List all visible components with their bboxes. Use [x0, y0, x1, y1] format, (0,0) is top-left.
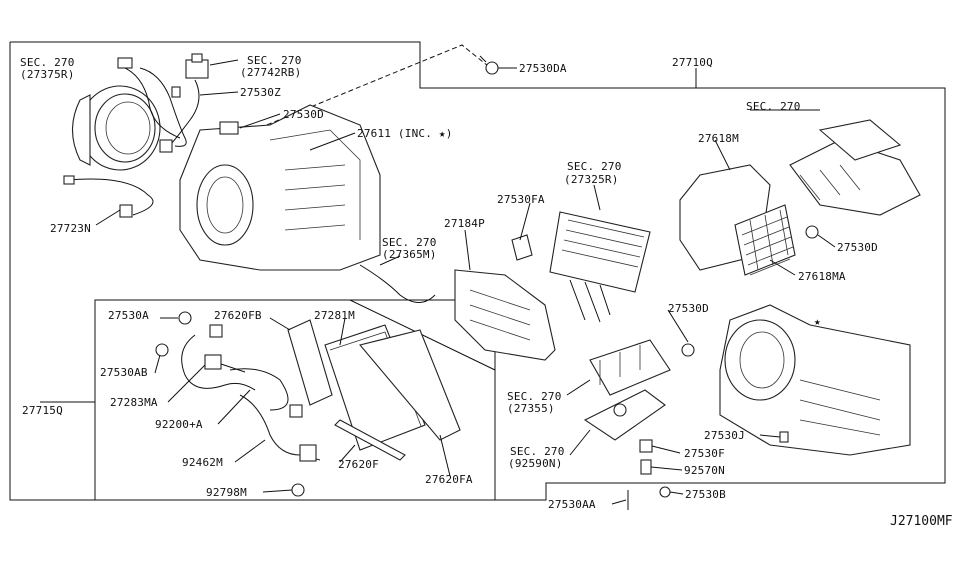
label-sec270-right: SEC. 270 — [746, 100, 801, 113]
sensor-27723n — [63, 175, 154, 218]
cable-27365m — [359, 264, 436, 303]
bracket-27355 — [589, 339, 671, 396]
label-27530b: 27530B — [685, 488, 726, 501]
label-27530d-right: 27530D — [837, 241, 878, 254]
label-27530j: 27530J — [704, 429, 745, 442]
label-92798m: 92798M — [206, 486, 247, 499]
label-27530f: 27530F — [684, 447, 725, 460]
plate-92590n — [583, 389, 666, 441]
filters — [287, 319, 461, 461]
label-27723n: 27723N — [50, 222, 91, 235]
label-sec270-92590n-b: (92590N) — [508, 457, 563, 470]
label-27184p: 27184P — [444, 217, 485, 230]
grille-27618ma — [734, 204, 796, 276]
label-27530aa: 27530AA — [548, 498, 596, 511]
label-27283ma: 27283MA — [110, 396, 158, 409]
label-27620fa: 27620FA — [425, 473, 473, 486]
label-27618m: 27618M — [698, 132, 739, 145]
label-sec270-27355-a: SEC. 270 — [507, 390, 562, 403]
label-92200a: 92200+A — [155, 418, 203, 431]
screw-27530d-mid — [681, 343, 695, 357]
screw-27530da — [479, 55, 499, 75]
label-27530fa: 27530FA — [497, 193, 545, 206]
label-sec270-27375r-a: SEC. 270 — [20, 56, 75, 69]
sub-harness — [155, 311, 321, 497]
callout-labels: SEC. 270 (27375R) SEC. 270 (27742RB) 275… — [20, 54, 953, 529]
label-sec270-27355-b: (27355) — [507, 402, 555, 415]
label-92570n: 92570N — [684, 464, 725, 477]
label-27281m: 27281M — [314, 309, 355, 322]
blower-motor — [72, 57, 181, 171]
label-27611: 27611 (INC. ★) — [357, 127, 453, 140]
label-sec270-27325r-b: (27325R) — [564, 173, 619, 186]
label-27710q: 27710Q — [672, 56, 713, 69]
label-sec270-27325r-a: SEC. 270 — [567, 160, 622, 173]
upper-right-duct — [789, 119, 921, 216]
label-27530a: 27530A — [108, 309, 149, 322]
label-sec270-92590n-a: SEC. 270 — [510, 445, 565, 458]
blower-housing — [179, 104, 381, 271]
clip-27530fa — [511, 234, 533, 261]
resistor-harness — [139, 53, 209, 153]
label-sec270-27742rb-b: (27742RB) — [240, 66, 301, 79]
label-27530da: 27530DA — [519, 62, 567, 75]
star-marker: ★ — [814, 315, 821, 328]
label-27620fb: 27620FB — [214, 309, 262, 322]
label-sec270-27375r-b: (27375R) — [20, 68, 75, 81]
label-27530d-top: 27530D — [283, 108, 324, 121]
screw-27530d-right — [805, 225, 819, 239]
label-sec270-27365m-a: SEC. 270 — [382, 236, 437, 249]
label-27530z: 27530Z — [240, 86, 281, 99]
diagram-code: J27100MF — [890, 514, 953, 529]
label-27530ab: 27530AB — [100, 366, 148, 379]
heater-core — [549, 211, 651, 323]
label-27620f: 27620F — [338, 458, 379, 471]
label-27530d-mid: 27530D — [668, 302, 709, 315]
label-sec270-27742rb-a: SEC. 270 — [247, 54, 302, 67]
lower-right-housing — [719, 304, 911, 456]
leader-lines — [95, 59, 836, 505]
label-92462m: 92462M — [182, 456, 223, 469]
label-27618ma: 27618MA — [798, 270, 846, 283]
label-27715q: 27715Q — [22, 404, 63, 417]
label-sec270-27365m-b: (27365M) — [382, 248, 437, 261]
duct-27184p — [454, 269, 556, 361]
